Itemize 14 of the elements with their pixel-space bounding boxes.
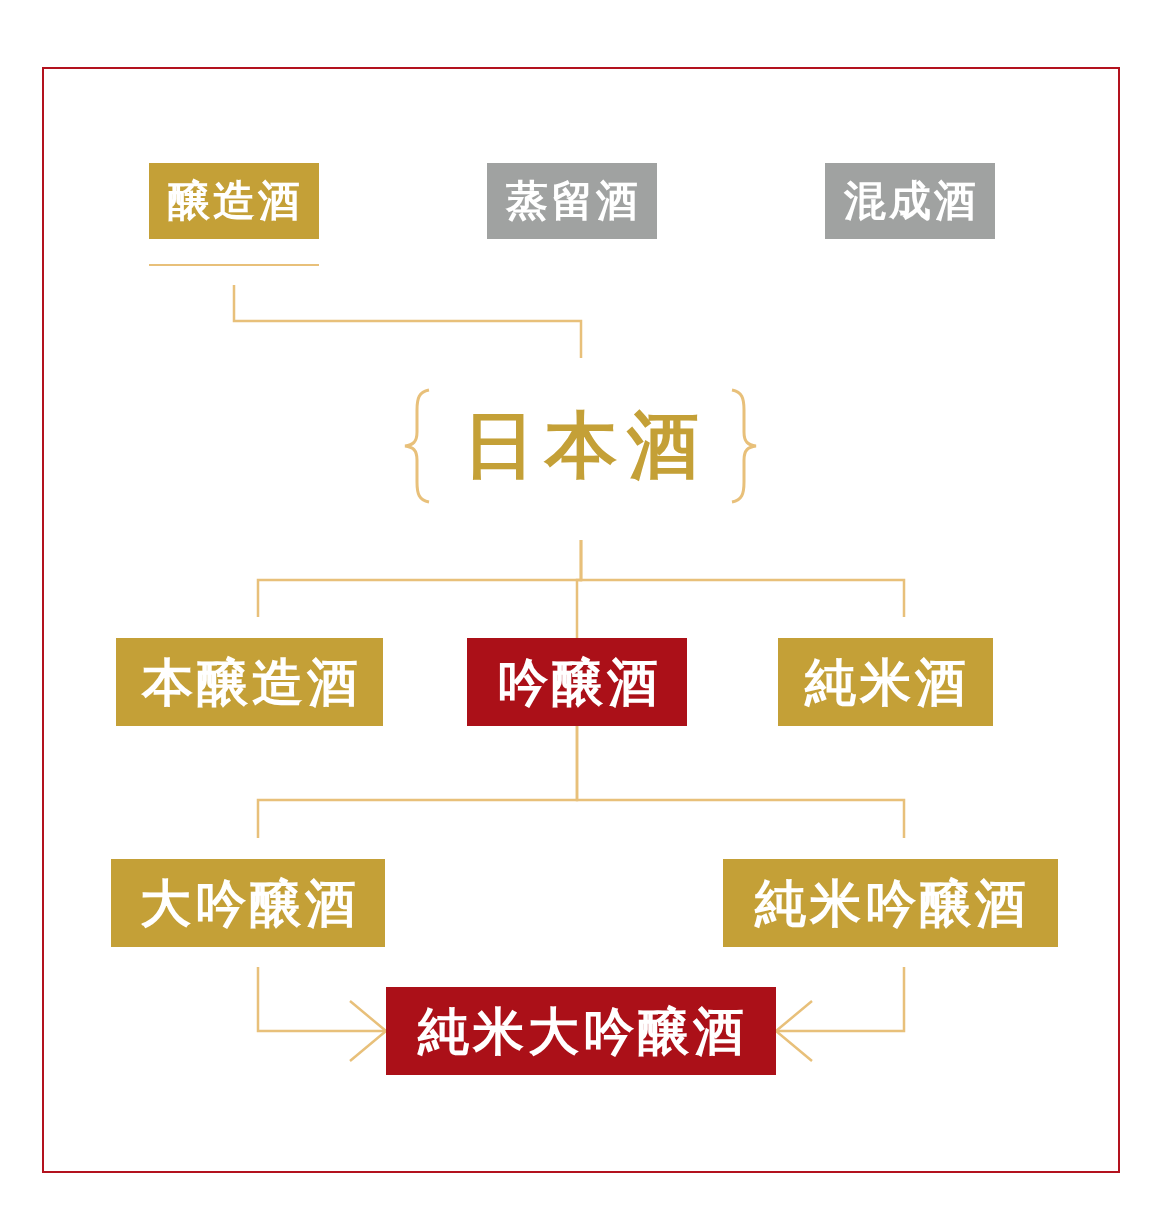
category-box: 混成酒 [825,163,995,239]
category-box: 純米吟醸酒 [723,859,1058,947]
heading-text: 日本酒 [462,409,709,481]
category-box: 純米大吟醸酒 [386,987,776,1075]
category-box: 醸造酒 [149,163,319,239]
category-box: 蒸留酒 [487,163,657,239]
connector-line [232,285,583,358]
category-box: 純米酒 [778,638,993,726]
category-box: 吟醸酒 [467,638,687,726]
category-box: 本醸造酒 [116,638,383,726]
connector-line [579,540,906,617]
connector-line [575,726,906,838]
arrow [256,967,388,1063]
category-box: 大吟醸酒 [111,859,385,947]
